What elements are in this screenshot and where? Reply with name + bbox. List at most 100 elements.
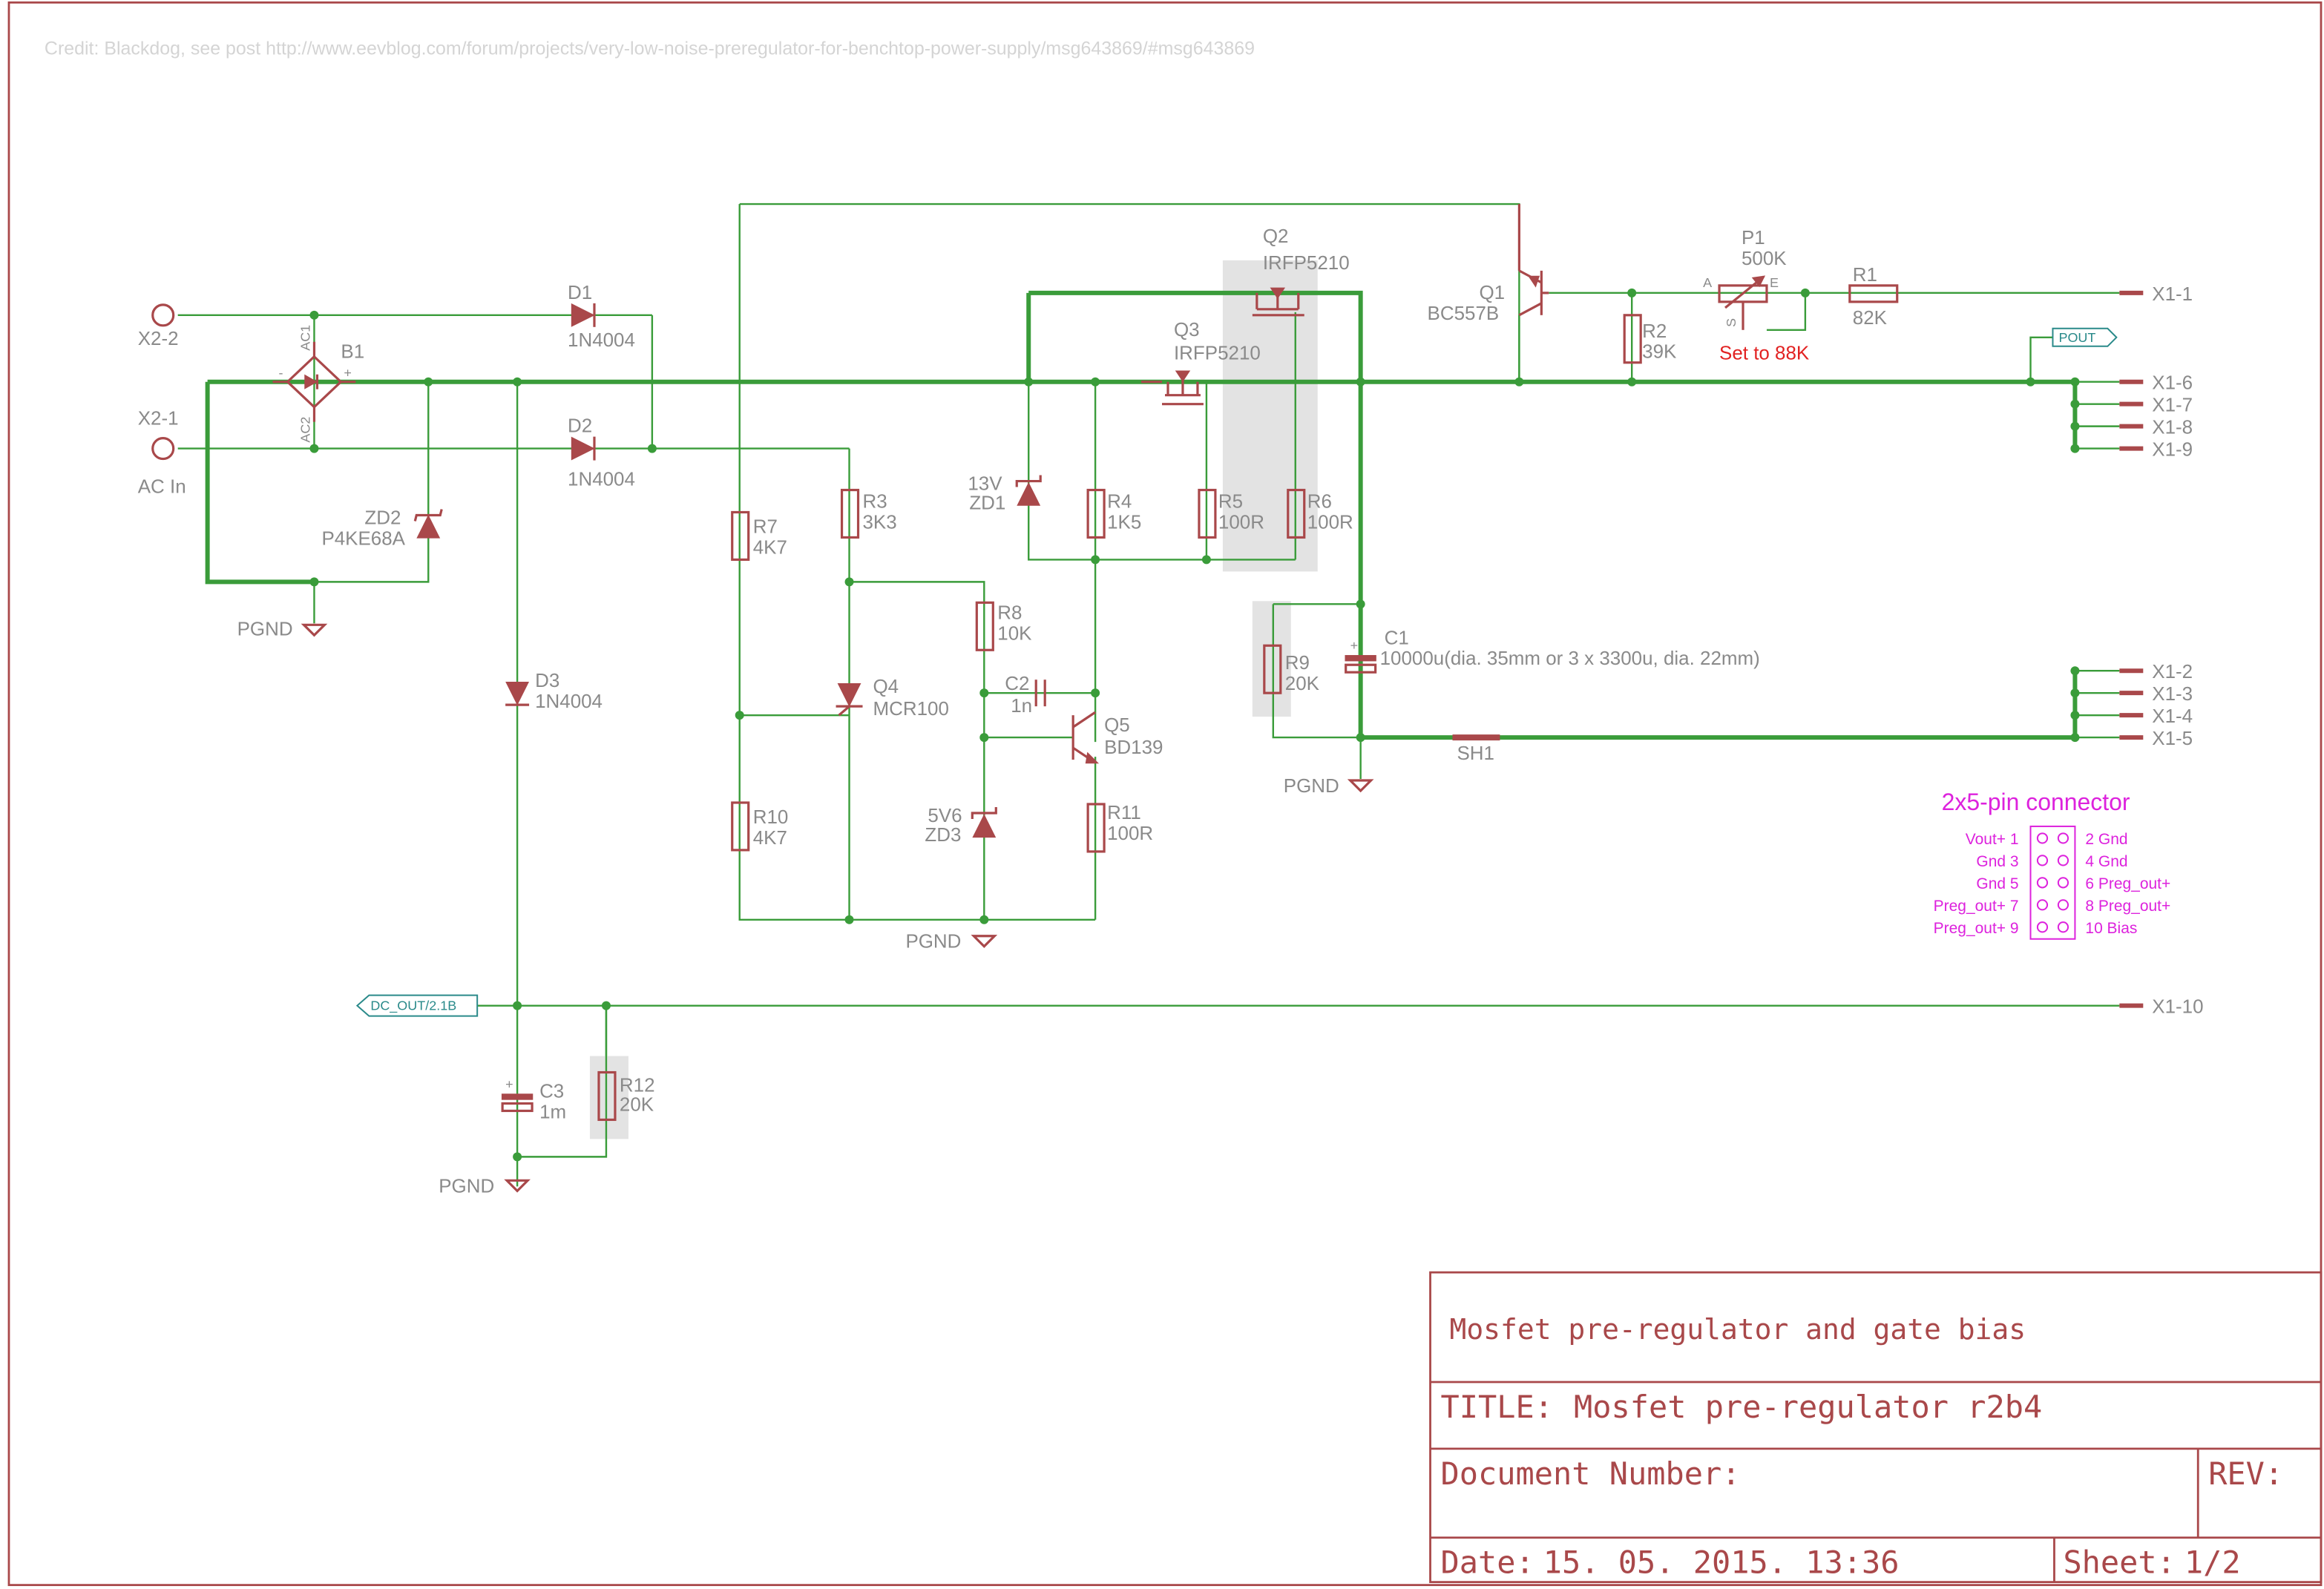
sheet-label: Sheet:1/2 <box>2063 1544 2240 1581</box>
resistor-r12: R12 20K <box>597 1070 655 1122</box>
c2-label: C2 <box>1005 672 1029 694</box>
b1-plus-label: + <box>344 366 351 381</box>
resistor-r2: R2 39K <box>1623 314 1677 364</box>
pin-x1-4: X1-4 <box>2152 705 2193 727</box>
pgnd-symbol-1: PGND <box>237 617 328 639</box>
potentiometer-p1: P1 500K A E S Set to 88K <box>1703 226 1810 364</box>
connector-legend-title: 2x5-pin connector <box>1942 789 2130 815</box>
q3-value: IRFP5210 <box>1174 342 1261 364</box>
legend-right-2: 4 Gnd <box>2085 853 2127 870</box>
q1-label: Q1 <box>1479 281 1505 303</box>
c1-value: 10000u(dia. 35mm or 3 x 3300u, dia. 22mm… <box>1380 647 1760 669</box>
resistor-r3: R3 3K3 <box>840 488 897 539</box>
r7-label: R7 <box>753 515 778 537</box>
d3-value: 1N4004 <box>535 690 603 712</box>
connector-x1-pins: X1-1 X1-6 X1-7 X1-8 X1-9 X1-2 X1-3 X1-4 … <box>2119 283 2204 1018</box>
zd2-label: ZD2 <box>364 506 401 528</box>
r10-label: R10 <box>753 806 789 828</box>
bridge-rectifier-b1: B1 AC1 AC2 - + <box>272 325 364 443</box>
x2-1-label: X2-1 <box>138 407 179 430</box>
d2-value: 1N4004 <box>568 468 635 490</box>
transistor-q1: Q1 BC557B <box>1428 204 1549 324</box>
pin-x1-8: X1-8 <box>2152 416 2193 438</box>
legend-left-4: Preg_out+ 7 <box>1934 898 2019 915</box>
r12-label: R12 <box>620 1073 655 1096</box>
resistor-r9: R9 20K <box>1263 644 1320 694</box>
resistor-r11: R11 100R <box>1086 801 1153 853</box>
title-label: TITLE:Mosfet pre-regulator r2b4 <box>1441 1389 2043 1425</box>
pin-x1-5: X1-5 <box>2152 727 2193 749</box>
resistor-r6: R6 100R <box>1287 488 1353 539</box>
r6-label: R6 <box>1307 490 1332 512</box>
zd2-value: P4KE68A <box>321 527 405 549</box>
r11-value: 100R <box>1107 822 1153 844</box>
legend-left-3: Gnd 5 <box>1976 875 2018 892</box>
resistor-r10: R10 4K7 <box>731 801 789 852</box>
r3-value: 3K3 <box>863 510 897 533</box>
x2-2-label: X2-2 <box>138 327 179 349</box>
d2-label: D2 <box>568 415 592 437</box>
q2-value: IRFP5210 <box>1263 251 1350 274</box>
r1-value: 82K <box>1853 306 1888 329</box>
mosfet-q3: Q3 IRFP5210 <box>1141 318 1261 406</box>
title-block-heading: Mosfet pre-regulator and gate bias <box>1450 1313 2026 1346</box>
c3-label: C3 <box>539 1079 564 1102</box>
r8-label: R8 <box>997 601 1022 623</box>
c3-value: 1m <box>539 1100 566 1122</box>
q3-label: Q3 <box>1174 318 1200 340</box>
q4-value: MCR100 <box>873 697 948 720</box>
r7-value: 4K7 <box>753 536 787 558</box>
p1-pin-a: A <box>1703 275 1712 290</box>
r1-label: R1 <box>1853 263 1877 286</box>
zener-zd3: 5V6 ZD3 <box>925 804 997 846</box>
pin-x1-3: X1-3 <box>2152 682 2193 705</box>
credit-note: Credit: Blackdog, see post http://www.ee… <box>45 38 1255 59</box>
ac-in-label: AC In <box>138 476 186 498</box>
pin-x1-9: X1-9 <box>2152 438 2193 461</box>
resistor-r4: R4 1K5 <box>1086 488 1141 539</box>
ac-input-terminals: X2-2 X2-1 AC In <box>138 303 186 498</box>
c1-plus: + <box>1350 638 1359 653</box>
pgnd-symbol-3: PGND <box>1284 774 1374 797</box>
b1-minus-label: - <box>279 366 283 381</box>
p1-value: 500K <box>1742 247 1787 269</box>
highlight-boxes <box>589 260 1318 1139</box>
resistor-r1: R1 82K <box>1848 263 1899 329</box>
pgnd-label-2: PGND <box>905 930 961 953</box>
d1-value: 1N4004 <box>568 329 635 351</box>
pgnd-label-4: PGND <box>439 1174 494 1197</box>
q2-label: Q2 <box>1263 225 1289 247</box>
mosfet-q2: Q2 IRFP5210 <box>1252 225 1350 317</box>
zd1-label: ZD1 <box>969 491 1005 513</box>
transistor-q5: Q5 BD139 <box>1071 711 1163 764</box>
r11-label: R11 <box>1107 801 1141 823</box>
diode-d1: D1 1N4004 <box>568 281 635 351</box>
pin-x1-6: X1-6 <box>2152 372 2193 394</box>
q1-value: BC557B <box>1428 302 1500 324</box>
r9-label: R9 <box>1285 651 1310 674</box>
thyristor-q4: Q4 MCR100 <box>836 675 949 720</box>
wires <box>177 203 2120 1187</box>
rev-label: REV: <box>2208 1455 2283 1492</box>
b1-ac1-label: AC1 <box>298 325 312 351</box>
terminal-x2-1 <box>151 437 175 461</box>
r12-value: 20K <box>620 1093 654 1115</box>
pin-x1-2: X1-2 <box>2152 660 2193 682</box>
r9-value: 20K <box>1285 672 1320 694</box>
r5-label: R5 <box>1218 490 1243 512</box>
zd1-value: 13V <box>968 473 1002 495</box>
r3-label: R3 <box>863 490 887 512</box>
dcout-flag-label: DC_OUT/2.1B <box>370 999 456 1014</box>
zd3-value: 5V6 <box>928 804 962 826</box>
r5-value: 100R <box>1218 510 1264 533</box>
date-label: Date:15. 05. 2015. 13:36 <box>1441 1544 1900 1581</box>
q4-label: Q4 <box>873 675 899 697</box>
pgnd-symbol-2: PGND <box>905 930 998 953</box>
junctions <box>309 288 2080 1162</box>
pout-flag-label: POUT <box>2058 330 2095 345</box>
c3-plus: + <box>505 1076 513 1091</box>
tvs-zd2: ZD2 P4KE68A <box>321 506 443 549</box>
legend-left-1: Vout+ 1 <box>1966 831 2019 848</box>
q5-value: BD139 <box>1104 736 1163 758</box>
